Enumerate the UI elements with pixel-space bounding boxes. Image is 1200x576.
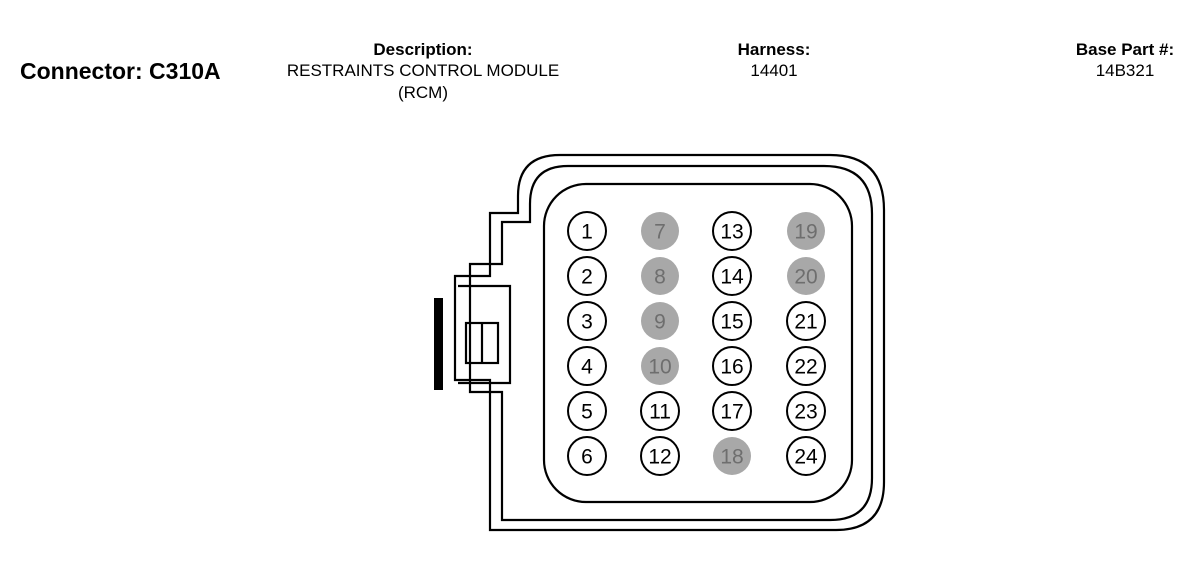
pin-12-label: 12 xyxy=(648,446,671,469)
pin-3-label: 3 xyxy=(581,311,593,334)
connector-title: Connector: C310A xyxy=(20,58,221,84)
pin-15-circle xyxy=(712,301,752,341)
pin-23-label: 23 xyxy=(794,401,817,424)
harness-block: Harness: 14401 xyxy=(694,40,854,82)
pin-8-circle xyxy=(641,257,679,295)
description-block: Description: RESTRAINTS CONTROL MODULE (… xyxy=(258,40,588,104)
pin-18-circle xyxy=(713,437,751,475)
pin-12-circle xyxy=(640,436,680,476)
pin-24-label: 24 xyxy=(794,446,818,469)
pin-11-label: 11 xyxy=(649,401,671,424)
pin-19-label: 19 xyxy=(794,221,817,244)
pin-1-label: 1 xyxy=(581,221,593,244)
base-part-value: 14B321 xyxy=(1095,61,1155,80)
pin-17-circle xyxy=(712,391,752,431)
pin-14-circle xyxy=(712,256,752,296)
harness-value: 14401 xyxy=(750,61,798,80)
pin-13-circle xyxy=(712,211,752,251)
pin-24-circle xyxy=(786,436,826,476)
pin-16-circle xyxy=(712,346,752,386)
pin-10-circle xyxy=(641,347,679,385)
latch-tab xyxy=(434,298,443,390)
pin-7-circle xyxy=(641,212,679,250)
description-line-2: (RCM) xyxy=(397,83,449,102)
pin-7-label: 7 xyxy=(654,221,666,244)
pin-14-label: 14 xyxy=(720,266,744,289)
pin-20-circle xyxy=(787,257,825,295)
description-line-1: RESTRAINTS CONTROL MODULE xyxy=(286,61,560,80)
pin-5-label: 5 xyxy=(581,401,593,424)
pin-4-circle xyxy=(567,346,607,386)
pin-22-circle xyxy=(786,346,826,386)
pin-20-label: 20 xyxy=(794,266,817,289)
pin-5-circle xyxy=(567,391,607,431)
pin-6-label: 6 xyxy=(581,446,593,469)
pin-1-circle xyxy=(567,211,607,251)
pin-15-label: 15 xyxy=(720,311,743,334)
pin-19-circle xyxy=(787,212,825,250)
pin-4-label: 4 xyxy=(581,356,593,379)
pin-9-label: 9 xyxy=(654,311,666,334)
pin-23-circle xyxy=(786,391,826,431)
pin-10-label: 10 xyxy=(648,356,671,379)
pin-8-label: 8 xyxy=(654,266,666,289)
pin-18-label: 18 xyxy=(720,446,743,469)
connector-housing xyxy=(453,153,886,532)
pin-2-label: 2 xyxy=(581,266,593,289)
pin-22-label: 22 xyxy=(794,356,817,379)
pin-2-circle xyxy=(567,256,607,296)
pin-6-circle xyxy=(567,436,607,476)
pin-17-label: 17 xyxy=(720,401,743,424)
pin-3-circle xyxy=(567,301,607,341)
pin-21-label: 21 xyxy=(794,311,817,334)
harness-label: Harness: xyxy=(737,40,811,59)
pin-16-label: 16 xyxy=(720,356,743,379)
pin-11-circle xyxy=(640,391,680,431)
base-part-label: Base Part #: xyxy=(1075,40,1175,59)
base-part-block: Base Part #: 14B321 xyxy=(1050,40,1200,82)
pin-21-circle xyxy=(786,301,826,341)
pin-13-label: 13 xyxy=(720,221,743,244)
pin-9-circle xyxy=(641,302,679,340)
description-label: Description: xyxy=(373,40,473,59)
